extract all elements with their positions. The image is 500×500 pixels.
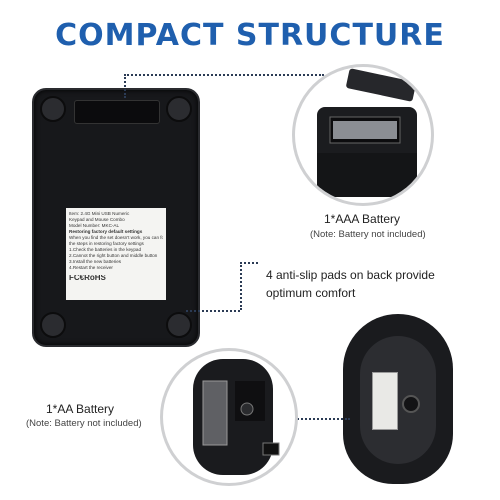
label-line: Restoring factory default settings: [69, 229, 143, 234]
label-line: 2.Cannot the right button and middle but…: [69, 253, 158, 258]
aa-battery-note: (Note: Battery not included): [26, 418, 142, 429]
connector-line: [240, 262, 258, 264]
battery-compartment-illustration: [317, 68, 417, 197]
anti-slip-pad: [166, 312, 192, 338]
aaa-battery-zoom: [292, 64, 434, 206]
aa-battery-zoom: [160, 348, 298, 486]
connector-line: [270, 418, 350, 420]
label-line: the steps in restoring factory settings: [69, 241, 144, 246]
page-title: COMPACT STRUCTURE: [55, 18, 445, 53]
connector-line: [124, 74, 324, 76]
connector-line: [186, 310, 240, 312]
label-line: 3.Install the new batteries: [69, 259, 122, 264]
aaa-battery-caption: 1*AAA Battery: [324, 212, 401, 226]
label-line: 1.Check the batteries in the keypad: [69, 247, 142, 252]
label-line: When you find the set doesn't work, you …: [69, 235, 163, 240]
anti-slip-pad: [166, 96, 192, 122]
label-line: 4.Restart the receiver: [69, 265, 113, 270]
label-line: Model Number: MKC-AL: [69, 223, 120, 228]
certification-mark: FC€RoHS: [69, 275, 106, 281]
optical-sensor-icon: [402, 395, 420, 413]
connector-line: [124, 74, 126, 98]
anti-slip-caption-line1: 4 anti-slip pads on back provide: [266, 268, 435, 282]
label-line: Keypad and Mouse Combo: [69, 217, 125, 222]
anti-slip-caption-line2: optimum comfort: [266, 286, 356, 300]
aaa-battery-note: (Note: Battery not included): [310, 229, 426, 240]
product-label: Item: 2.4G Mini USB Numeric Keypad and M…: [66, 208, 166, 300]
connector-line: [240, 262, 242, 310]
aa-battery-caption: 1*AA Battery: [46, 402, 115, 416]
aa-battery-compartment-illustration: [193, 359, 280, 475]
mouse-label: [372, 372, 398, 430]
label-line: Item: 2.4G Mini USB Numeric: [69, 211, 130, 216]
anti-slip-pad: [40, 312, 66, 338]
anti-slip-pad: [40, 96, 66, 122]
keypad-back: Item: 2.4G Mini USB Numeric Keypad and M…: [32, 88, 200, 347]
battery-slot: [74, 100, 160, 124]
